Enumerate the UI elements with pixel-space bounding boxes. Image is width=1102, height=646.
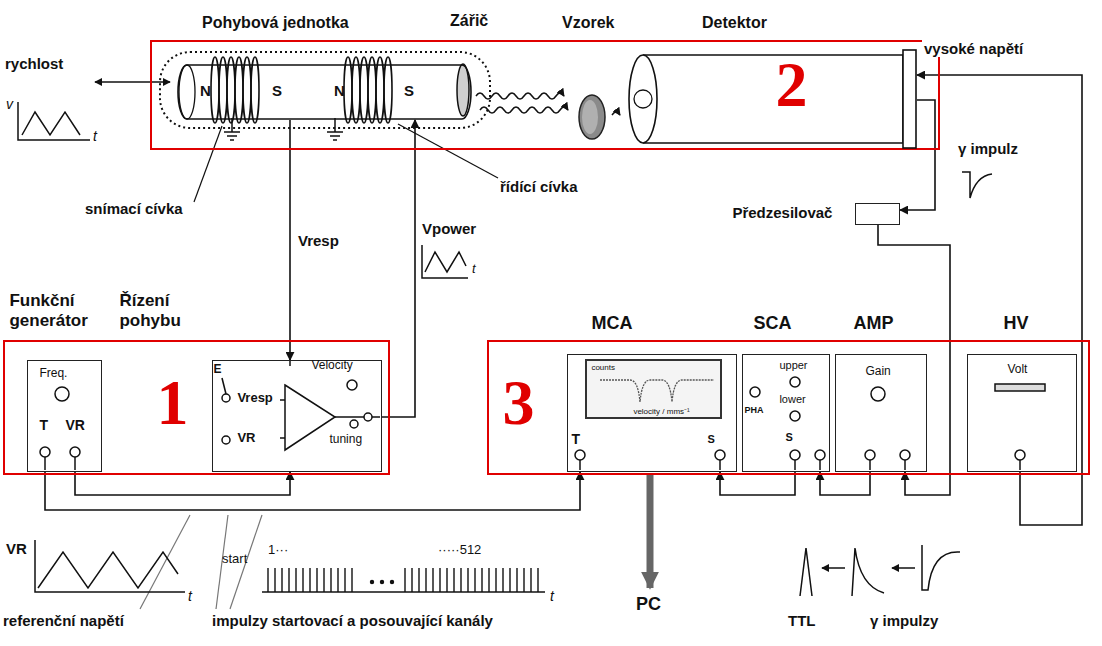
- annotation-label: impulzy startovací a posouvající kanály: [212, 612, 493, 629]
- gamma-pulse-icon: [962, 172, 992, 198]
- node-heading: Funkční generátor: [9, 291, 109, 330]
- sample-disc-outline: [577, 94, 607, 140]
- signal-label: Vpower: [420, 220, 478, 237]
- annotation-label: t: [188, 588, 192, 604]
- instrument-box: SCAupperPHAlowerS: [742, 354, 830, 472]
- mca-screen: [575, 360, 725, 470]
- node-heading: Pohybová jednotka: [202, 14, 349, 32]
- leader-lines: [140, 124, 498, 609]
- node-heading: Předzesilovač: [732, 204, 832, 221]
- graph-axes: [18, 102, 90, 140]
- node-text: PHA: [744, 405, 763, 415]
- node-text: T: [39, 417, 48, 433]
- motion-control-internals: [222, 358, 380, 450]
- annotation-label: rychlost: [5, 55, 63, 72]
- node-heading: SCA: [753, 313, 791, 334]
- node-text: upper: [779, 359, 807, 372]
- node-heading: AMP: [853, 313, 893, 334]
- node-heading: 2: [776, 48, 808, 122]
- node-text: tuning: [329, 433, 362, 447]
- signal-wire: [820, 472, 870, 495]
- coil-windings: [211, 57, 392, 123]
- triangle-wave: [22, 112, 80, 135]
- detector: Detektor: [627, 54, 917, 144]
- signal-wire: [45, 472, 580, 510]
- node-text: T: [571, 431, 580, 447]
- annotation-label: γ impulz: [958, 140, 1018, 157]
- node-text: counts: [591, 363, 615, 372]
- node-heading: 1: [157, 366, 189, 440]
- annotation-label: VR: [6, 540, 27, 557]
- vpower-graph: [422, 245, 468, 278]
- annotation-label: v: [6, 96, 13, 112]
- instrument-box: Řízení pohybuEVrespVelocityVRtuning: [212, 360, 382, 472]
- signal-wire: [289, 120, 291, 360]
- annotation-label: start: [222, 552, 247, 567]
- node-text: Vresp: [237, 391, 272, 406]
- annotation-label: řídící cívka: [500, 178, 578, 195]
- annotation-label: snímací cívka: [85, 200, 183, 217]
- signal-wire: [878, 225, 950, 495]
- node-text: VR: [65, 417, 84, 433]
- instrument-box: HVVolt: [967, 354, 1077, 472]
- sample-disc: Vzorek: [577, 94, 607, 140]
- node-heading: Vzorek: [562, 14, 614, 32]
- node-text: N: [334, 82, 345, 99]
- annotation-label: t: [550, 588, 554, 604]
- node-text: Velocity: [311, 359, 352, 373]
- node-heading: MCA: [591, 313, 632, 334]
- pulse-train: [262, 568, 545, 592]
- node-text: lower: [779, 393, 805, 406]
- pulse-shapes: [800, 545, 970, 596]
- instrument-box: MCAcountsvelocity / mms⁻¹TS: [567, 354, 737, 472]
- annotation-label: γ impulzy: [870, 612, 938, 629]
- node-text: Gain: [865, 365, 890, 379]
- annotation-label: 1···: [268, 543, 288, 558]
- node-heading: Řízení pohybu: [119, 291, 214, 330]
- node-text: Freq.: [39, 367, 67, 381]
- node-text: N: [200, 82, 211, 99]
- group-box: 2Pohybová jednotkaNSNSVzorekDetektor: [150, 40, 940, 150]
- module-controls: [750, 377, 1045, 470]
- group-box: 1Funkční generátorFreq.TVRŘízení pohybuE…: [3, 340, 390, 475]
- motion-unit-outline: [177, 64, 472, 120]
- node-text: E: [213, 363, 221, 377]
- node-text: S: [404, 82, 414, 99]
- annotation-label: referenční napětí: [3, 612, 124, 629]
- signal-wire: [382, 120, 415, 417]
- signal-label: vysoké napětí: [922, 40, 1025, 57]
- annotation-label: PC: [636, 594, 661, 615]
- dotted-housing: [160, 52, 490, 128]
- instrument-box: Funkční generátorFreq.TVR: [27, 360, 102, 472]
- annotation-label: t: [472, 262, 476, 277]
- node-text: velocity / mms⁻¹: [633, 407, 689, 416]
- node-text: Volt: [1007, 363, 1027, 377]
- node-heading: HV: [1003, 313, 1028, 334]
- node-text: S: [707, 433, 714, 446]
- reference-voltage-graph: [35, 540, 185, 592]
- annotation-label: Zářič: [450, 12, 488, 30]
- annotation-label: TTL: [788, 612, 816, 629]
- node-heading: Detektor: [702, 14, 767, 32]
- signal-label: Vresp: [296, 232, 341, 249]
- detector-outline: [627, 54, 917, 144]
- annotation-label: t: [93, 128, 97, 144]
- node-text: S: [272, 82, 282, 99]
- signal-wire: [917, 75, 1082, 525]
- node-text: S: [785, 431, 792, 444]
- motion-unit: Pohybová jednotkaNSNS: [177, 64, 472, 120]
- group-box: 3MCAcountsvelocity / mms⁻¹TSSCAupperPHAl…: [487, 340, 1090, 475]
- data-arrow: [647, 473, 654, 588]
- node-text: VR: [237, 431, 255, 446]
- signal-wire: [75, 472, 290, 495]
- instrument-box: AMPGain: [835, 354, 927, 472]
- annotation-label: ·····512: [438, 543, 481, 558]
- velocity-arrow: [95, 81, 170, 83]
- ground-symbols: [224, 118, 343, 140]
- preamp-box: Předzesilovač: [855, 203, 900, 225]
- signal-wire: [720, 472, 795, 495]
- node-heading: 3: [503, 366, 535, 440]
